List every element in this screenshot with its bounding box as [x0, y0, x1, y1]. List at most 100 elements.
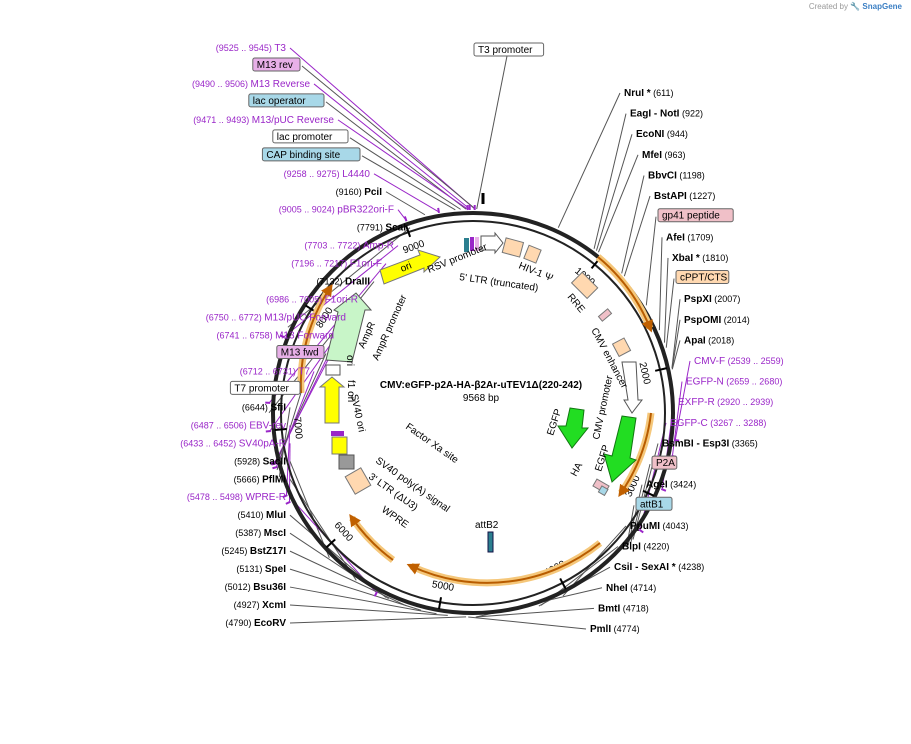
label-text: (6750 .. 6772) M13/pUC Forward: [206, 313, 346, 324]
label-text: (7791) ScaI: [357, 223, 406, 234]
primer-site-mark: [271, 462, 277, 466]
label-text: PspXI (2007): [684, 294, 740, 305]
label-text: BbvCI (1198): [648, 170, 705, 181]
label-text: (6741 .. 6758) M13 Forward: [217, 331, 334, 342]
label-text: BsmBI - Esp3I (3365): [662, 438, 758, 449]
label-cppt-cts: cPPT/CTS: [675, 270, 730, 285]
leader-line: [557, 92, 621, 228]
label-text: (6487 .. 6506) EBV-rev: [191, 420, 286, 431]
label-text: MfeI (963): [642, 150, 686, 161]
feature-arc-top-right-core: [597, 256, 653, 333]
box-text: CAP binding site: [266, 150, 340, 161]
leader-line: [268, 263, 387, 404]
box-text: gp41 peptide: [662, 211, 720, 222]
label-text: (9471 .. 9493) M13/pUC Reverse: [193, 115, 334, 126]
feature-tiny-1: [464, 238, 469, 252]
feature-arc-lower-left: [349, 515, 396, 563]
box-text: attB1: [640, 499, 664, 510]
leader-line: [349, 137, 461, 210]
tick-3000: [642, 489, 655, 497]
leader-line: [665, 278, 675, 348]
label-text: (7196 .. 7217) F1ori-F: [291, 259, 382, 270]
label-m13-puc-reverse: (9471 .. 9493) M13/pUC Reverse: [193, 115, 334, 126]
feature-arc-upper-left-core: [299, 283, 333, 394]
label-text: CMV-F (2539 .. 2559): [694, 356, 784, 367]
plasmid-title: CMV:eGFP-p2A-HA-β2Ar-uTEV1Δ(220-242): [380, 380, 582, 391]
primer-site-mark: [282, 494, 288, 499]
label-egfp-n: EGFP-N (2659 .. 2680): [686, 377, 782, 388]
leader-line: [325, 101, 467, 210]
leader-line: [289, 616, 467, 624]
box: [229, 380, 301, 395]
label-wpre: WPRE: [379, 504, 410, 530]
box: [248, 93, 325, 108]
label-scai: (7791) ScaI: [357, 223, 406, 234]
label-text: (5131) SpeI: [236, 564, 286, 575]
label-text: BmtI (4718): [598, 603, 649, 614]
primer-site-mark: [638, 528, 644, 534]
leader-line: [289, 604, 448, 616]
leader-line: [671, 319, 681, 369]
label-ha: HA: [569, 461, 585, 479]
box: [675, 270, 730, 285]
leader-line: [476, 55, 508, 210]
label-text: AgeI (3424): [646, 480, 696, 491]
leader-line: [597, 154, 639, 253]
label-factor-xa: Factor Xa site: [403, 421, 460, 466]
label-text: (4927) XcmI: [234, 600, 287, 611]
label-text: (4790) EcoRV: [225, 618, 286, 629]
label-text: AfeI (1709): [666, 232, 713, 243]
box: [252, 57, 301, 72]
label-sacii: (5928) SacII: [234, 456, 286, 467]
sv40-polya-box: [338, 454, 355, 470]
leader-line: [475, 607, 595, 618]
primer-site-mark: [403, 216, 408, 222]
label-text: (5666) PflMI: [234, 474, 287, 485]
box-text: M13 rev: [257, 60, 293, 71]
cmv-enhancer-arrow: [621, 361, 644, 414]
leader-line: [674, 360, 691, 441]
label-text: PmlI (4774): [590, 624, 640, 635]
label-bstapi: BstAPI (1227): [654, 191, 715, 202]
label-blpi: BlpI (4220): [622, 542, 669, 553]
label-msci: (5387) MscI: [235, 528, 286, 539]
leader-line: [289, 478, 357, 581]
label-text: (9525 .. 9545) T3: [216, 43, 287, 54]
label-f1ori-r: (6986 .. 7005) F1ori-R: [266, 295, 358, 306]
label-text: (9160) PciI: [336, 187, 383, 198]
label-text: PspOMI (2014): [684, 315, 750, 326]
f1-ori-arrow: [318, 376, 346, 424]
backbone-outer-ring: [271, 211, 675, 615]
leader-line: [289, 47, 476, 210]
primer-site-mark: [660, 487, 667, 492]
label-bsmbi: BsmBI - Esp3I (3365): [662, 438, 758, 449]
label-text: (7703 .. 7722) Amp-R: [304, 241, 394, 252]
label-bsu36i: (5012) Bsu36I: [225, 582, 287, 593]
feature-arc-lower-left-core: [349, 514, 394, 561]
label-t7-promoter: T7 promoter: [229, 380, 301, 395]
label-ppumi: PpuMI (4043): [630, 521, 689, 532]
gp41-peptide-box: [597, 308, 613, 322]
label-econi: EcoNI (944): [636, 129, 688, 140]
snapgene-logo-icon: 🔧: [850, 2, 861, 11]
hiv-psi-box: [523, 244, 542, 264]
label-text: (7132) DraIII: [316, 277, 370, 288]
label-lac-promoter: lac promoter: [272, 129, 349, 144]
box-text: T7 promoter: [234, 383, 289, 394]
leader-line: [289, 568, 422, 611]
label-text: CsiI - SexAI * (4238): [614, 562, 704, 573]
label-cap-binding-site: CAP binding site: [261, 147, 361, 162]
leader-line: [385, 191, 426, 216]
box: [261, 147, 361, 162]
label-ori: ori: [399, 260, 413, 274]
label-amp-r: (7703 .. 7722) Amp-R: [304, 241, 394, 252]
inner-features: [318, 231, 644, 553]
label-mfei: MfeI (963): [642, 150, 686, 161]
tick-label-2000: 2000: [636, 361, 652, 386]
label-text: (5245) BstZ17I: [221, 546, 286, 557]
label-text: PpuMI (4043): [630, 521, 689, 532]
label-text: NruI * (611): [624, 88, 674, 99]
label-text: EcoNI (944): [636, 129, 688, 140]
label-m13-puc-forward: (6750 .. 6772) M13/pUC Forward: [206, 313, 346, 324]
feature-arcs: [297, 254, 655, 587]
